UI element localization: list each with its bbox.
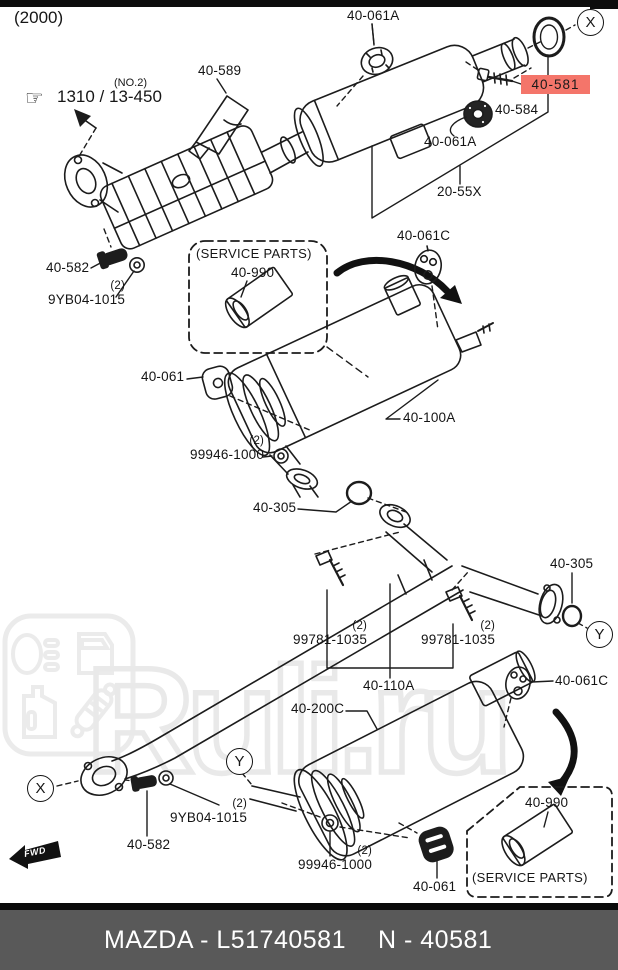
part-label-40-990-lower: 40-990 [525, 795, 569, 810]
service-box-lower [466, 786, 613, 898]
part-label-40-305-right: 40-305 [550, 556, 594, 571]
reference-number: 1310 / 13-450 [57, 87, 162, 106]
repair-pipe-40-990-upper [224, 266, 294, 329]
sealant-tube-40-589 [188, 78, 249, 160]
qty-label: (2) [357, 845, 373, 857]
year-label: (2000) [14, 8, 64, 27]
connector-Y-middle: Y [226, 748, 253, 775]
hanger-40-061-lower [398, 822, 454, 879]
part-number: 99781-1035 [293, 631, 368, 647]
connector-X-bottom: X [27, 775, 54, 802]
qty-label: (2) [480, 620, 496, 632]
part-label-40-061C-upper: 40-061C [397, 228, 451, 243]
muffler-inlet-flange [262, 445, 319, 498]
footer-catalog-number: MAZDA - L51740581 [104, 925, 346, 954]
label-leaders [371, 23, 429, 252]
part-number: 9YB04-1015 [48, 291, 126, 307]
leader-40-200C [345, 710, 378, 730]
front-silencer [293, 36, 549, 219]
part-label-20-55X: 20-55X [437, 184, 482, 199]
o-ring-40-305-left [297, 480, 407, 513]
catalytic-converter [99, 125, 274, 250]
service-parts-title-lower: (SERVICE PARTS) [472, 870, 588, 885]
part-label-40-200C: 40-200C [291, 701, 345, 716]
part-label-40-061-lower: 40-061 [413, 879, 457, 894]
part-label-40-061A-second: 40-061A [424, 134, 477, 149]
qty-label: (2) [232, 798, 248, 810]
part-label-40-061C-lower: 40-061C [555, 673, 609, 688]
footer-part-number: N - 40581 [377, 925, 493, 954]
part-label-40-305-left: 40-305 [253, 500, 297, 515]
part-label-40-100A: 40-100A [403, 410, 456, 425]
part-label-99946-1000-middle: (2) 99946-1000 [190, 435, 265, 462]
part-number: 99946-1000 [190, 446, 265, 462]
reference-arrow [74, 109, 97, 159]
part-label-40-061A-top: 40-061A [347, 8, 400, 23]
bolts-99781-1035 [314, 531, 476, 679]
fwd-arrow [9, 841, 61, 869]
watermark-logo [2, 613, 136, 757]
part-label-9YB04-1015-upper: (2) 9YB04-1015 [48, 280, 126, 307]
o-ring-40-305-right [561, 572, 588, 629]
reference-note: (NO.2) [114, 77, 147, 89]
service-parts-title-upper: (SERVICE PARTS) [196, 246, 312, 261]
part-label-99781-1035-left: (2) 99781-1035 [293, 620, 368, 647]
highlighted-part-40-581: 40-581 [521, 75, 590, 94]
front-flange-lower [56, 755, 253, 837]
connector-X-top: X [577, 9, 604, 36]
hanger-40-061C-lower [503, 666, 554, 728]
direction-arrow-lower [548, 708, 578, 796]
direction-arrow-upper [333, 257, 462, 304]
leader-40-100A [385, 379, 439, 420]
part-label-99946-1000-lower: (2) 99946-1000 [298, 845, 373, 872]
part-label-40-584: 40-584 [495, 102, 539, 117]
qty-label: (2) [249, 435, 265, 447]
rear-muffler-40-200C [293, 650, 536, 861]
part-label-40-061-middle: 40-061 [141, 369, 185, 384]
bolt-40-582-upper [90, 228, 146, 298]
top-border-bar [0, 0, 618, 7]
part-label-40-990-upper: 40-990 [231, 265, 275, 280]
bolt-40-581 [465, 61, 532, 86]
center-pipe-40-110A [111, 503, 564, 780]
rear-muffler-inlet-pipe [249, 785, 301, 812]
pointing-hand-icon: ☞ [25, 87, 44, 110]
hanger-40-061-middle [186, 365, 313, 432]
part-number: 99781-1035 [421, 631, 496, 647]
repair-pipe-40-990-lower [501, 803, 574, 867]
part-label-99781-1035-right: (2) 99781-1035 [421, 620, 496, 647]
donut-gasket-40-584 [449, 100, 493, 137]
qty-label: (2) [352, 620, 368, 632]
part-label-40-582-upper: 40-582 [46, 260, 90, 275]
part-label-40-110A: 40-110A [363, 678, 415, 693]
qty-label: (2) [110, 280, 126, 292]
hanger-40-061A-top [336, 23, 394, 107]
part-number: 99946-1000 [298, 856, 373, 872]
part-label-40-589: 40-589 [198, 63, 242, 78]
service-box-upper [188, 240, 369, 378]
connector-Y-right: Y [586, 621, 613, 648]
part-label-40-582-lower: 40-582 [127, 837, 171, 852]
nut-99946-1000-lower [281, 802, 411, 857]
hanger-40-061C-upper [414, 245, 442, 331]
top-border-notch [590, 0, 618, 9]
part-number: 9YB04-1015 [170, 809, 248, 825]
part-label-9YB04-1015-lower: (2) 9YB04-1015 [170, 798, 248, 825]
footer-bar: MAZDA - L51740581 N - 40581 [0, 903, 618, 970]
front-pipe-assembly [63, 125, 309, 250]
front-gasket-ring [527, 16, 576, 58]
